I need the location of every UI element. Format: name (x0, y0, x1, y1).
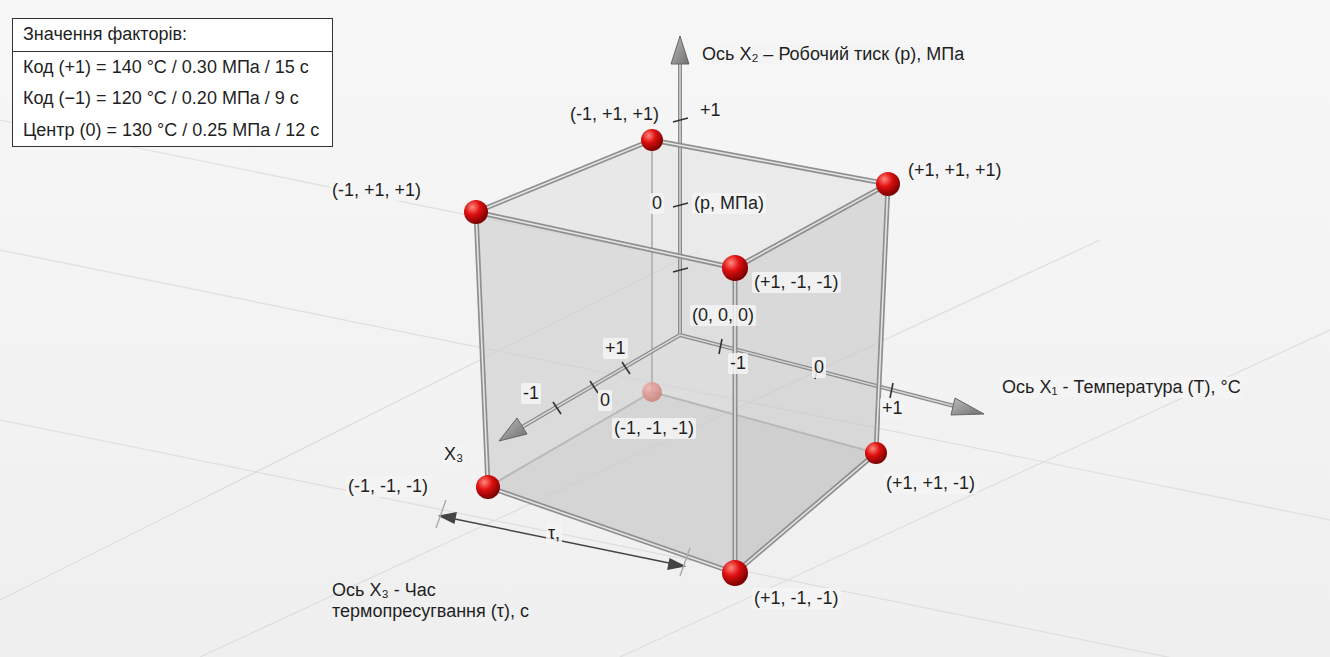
vertex-label: (-1, -1, -1) (612, 418, 696, 439)
tick-label: +1 (603, 338, 628, 359)
tick-label: -1 (728, 353, 748, 374)
tick-label: +1 (698, 100, 723, 121)
origin-label: (0, 0, 0) (690, 305, 756, 326)
axis-title: Ось X₂ – Робочий тиск (p), МПа (700, 44, 966, 65)
tick-label: 0 (598, 390, 612, 411)
vertex-label: (+1, +1, -1) (884, 473, 977, 494)
vertex-point (464, 129, 900, 586)
axis-title: Ось X₃ - Час термопресугвання (τ), с (330, 580, 584, 621)
dimension-arrow (436, 500, 690, 576)
cube-edge (476, 140, 888, 573)
vertex-label: (+1, -1, -1) (752, 588, 841, 609)
cube-faces (476, 140, 888, 573)
legend-box: Значення факторів:Код (+1) = 140 °C / 0.… (12, 18, 333, 147)
legend-line: Центр (0) = 130 °C / 0.25 МПа / 12 с (13, 115, 332, 147)
coordinate-axes (499, 36, 984, 441)
vertex-label: (-1, +1, +1) (330, 180, 423, 201)
legend-line: Код (+1) = 140 °C / 0.30 МПа / 15 с (13, 52, 332, 84)
axis-title: Ось X₁ - Температура (T), °C (1000, 377, 1243, 398)
vertex-label: (-1, -1, -1) (346, 476, 430, 497)
tick-label: 0 (812, 357, 826, 378)
legend-heading: Значення факторів: (13, 19, 332, 52)
tick-label: 0 (650, 193, 664, 214)
floor-line (0, 120, 1330, 657)
vertex-label: (+1, +1, +1) (906, 160, 1004, 181)
legend-line: Код (−1) = 120 °C / 0.20 МПа / 9 с (13, 83, 332, 115)
tick-label: +1 (880, 398, 905, 419)
axis-unit: (p, МПа) (692, 193, 766, 214)
dimension-label: τ, (546, 523, 562, 544)
tick-label: -1 (521, 383, 541, 404)
vertex-label: (-1, +1, +1) (568, 104, 661, 125)
vertex-label: (+1, -1, -1) (752, 272, 841, 293)
axis-title: X₃ (442, 444, 465, 465)
